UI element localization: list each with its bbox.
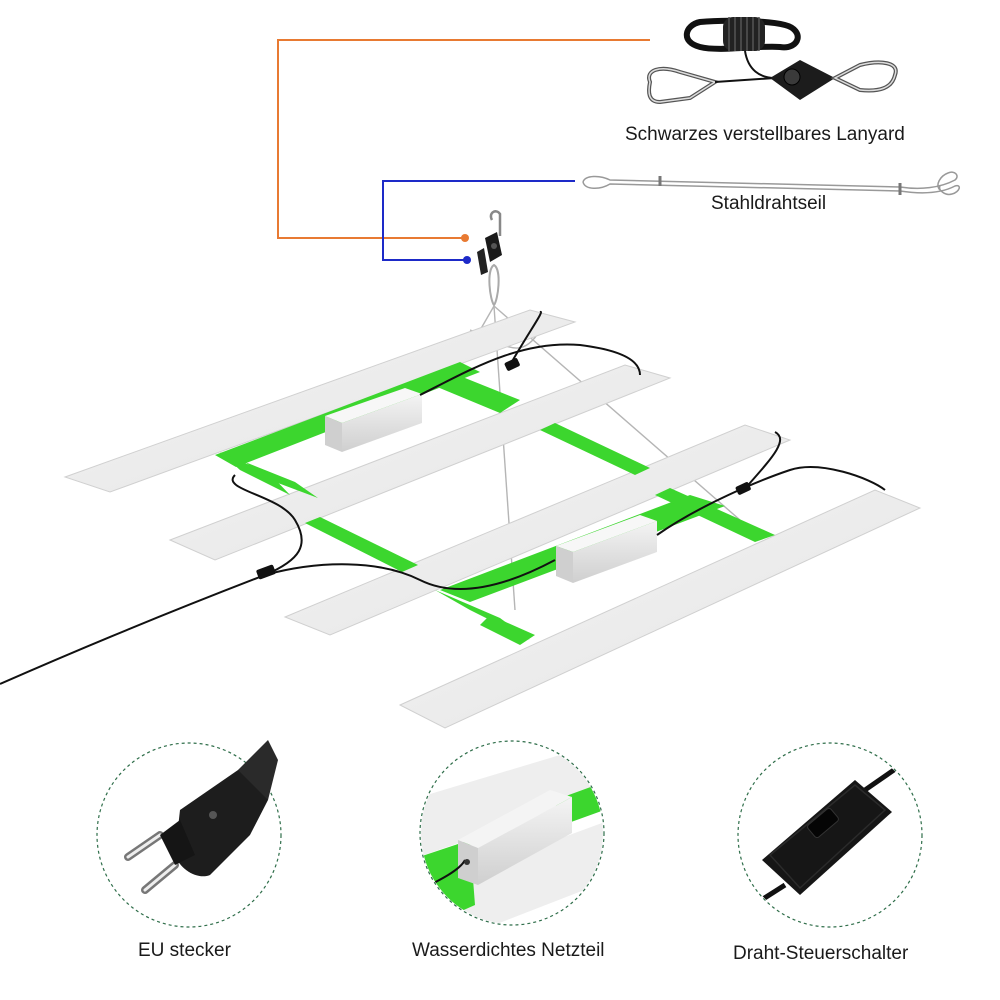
hanging-ratchet bbox=[477, 210, 502, 307]
lanyard-label: Schwarzes verstellbares Lanyard bbox=[625, 124, 905, 145]
switch-label: Draht-Steuerschalter bbox=[733, 943, 909, 964]
led-driver-units bbox=[325, 388, 657, 583]
cable-switch bbox=[504, 358, 520, 371]
steel-wire-label: Stahldrahtseil bbox=[711, 193, 827, 214]
led-panels bbox=[63, 309, 922, 729]
cable-switch bbox=[256, 564, 276, 580]
lanyard-callout-line bbox=[277, 39, 650, 242]
led-panel bbox=[168, 364, 672, 561]
led-driver bbox=[556, 515, 657, 583]
eu-plug-detail bbox=[96, 740, 282, 928]
power-supply-detail bbox=[419, 740, 605, 926]
led-panel bbox=[63, 309, 577, 493]
inline-switch-detail bbox=[737, 742, 923, 928]
steel-wire-callout-line bbox=[382, 180, 575, 264]
steel-wire-icon bbox=[582, 171, 960, 196]
led-panel bbox=[283, 424, 792, 636]
power-cables bbox=[0, 311, 886, 685]
rope-ratchet-icon bbox=[647, 17, 898, 105]
led-panel bbox=[398, 489, 922, 729]
led-driver bbox=[325, 388, 422, 452]
cable-switch bbox=[735, 482, 751, 495]
eu-plug-icon bbox=[124, 740, 278, 894]
eu-plug-label: EU stecker bbox=[138, 940, 231, 961]
power-supply-label: Wasserdichtes Netzteil bbox=[412, 940, 605, 961]
